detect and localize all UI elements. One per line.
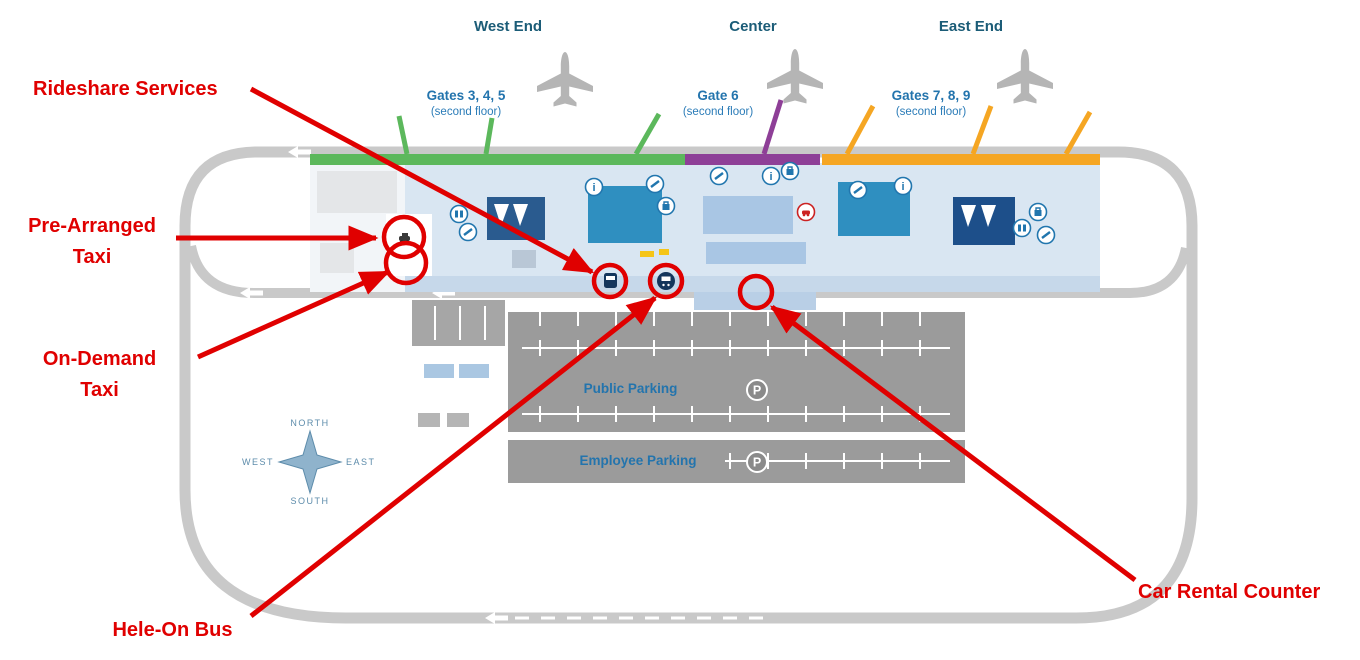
gate-label-center: Gate 6	[697, 88, 739, 103]
airplane-icon	[997, 49, 1053, 104]
parking-symbol: P	[746, 379, 768, 401]
annotation-on-demand-taxi-label: On-Demand Taxi	[22, 344, 177, 406]
gate-label-west: Gates 3, 4, 5	[426, 88, 506, 103]
annotation-overlay	[176, 86, 1137, 618]
compass-south-label: SOUTH	[290, 496, 330, 506]
small-blue-lot	[424, 364, 454, 378]
airplane-icon	[537, 52, 593, 107]
escalator-icon	[848, 180, 868, 200]
terminal-block-center-lower	[706, 242, 806, 264]
hele-on-bus-circle	[647, 262, 685, 300]
terminal-block-center-upper	[703, 196, 793, 234]
compass-west-label: WEST	[242, 457, 274, 467]
svg-text:P: P	[753, 384, 761, 398]
gate-label-east: Gates 7, 8, 9	[891, 88, 971, 103]
car-rental-arrow	[770, 305, 1137, 582]
compass-north-label: NORTH	[290, 418, 330, 428]
svg-text:i: i	[592, 182, 595, 194]
section-label-center: Center	[729, 18, 777, 35]
car-rental-circle	[737, 273, 775, 311]
terminal-block-east-navy	[953, 197, 1015, 245]
terminal-service-icons: i i	[449, 161, 1056, 245]
rideshare-circle	[591, 262, 629, 300]
on-demand-line1: On-Demand	[42, 348, 157, 370]
pre-arranged-line2: Taxi	[72, 246, 112, 268]
baggage-claim-icon	[656, 196, 676, 216]
escalator-icon	[709, 166, 729, 186]
pre-arranged-taxi-circle	[381, 214, 427, 260]
escalator-icon	[645, 174, 665, 194]
terminal-building	[310, 99, 1100, 310]
escalator-icon	[1036, 225, 1056, 245]
svg-text:i: i	[769, 171, 772, 183]
public-parking-label: Public Parking	[583, 381, 678, 396]
restroom-icon	[1012, 218, 1032, 238]
center-strip	[685, 154, 820, 165]
parking-symbol: P	[746, 451, 768, 473]
on-demand-taxi-arrow	[196, 269, 391, 360]
svg-text:P: P	[753, 456, 761, 470]
terminal-front-road	[186, 244, 1191, 298]
red-car-icon	[796, 202, 816, 222]
info-icon: i	[761, 166, 781, 186]
svg-text:i: i	[901, 181, 904, 193]
restroom-icon	[449, 204, 469, 224]
public-parking-lot	[508, 312, 965, 432]
annotation-hele-on-bus-label: Hele-On Bus	[112, 619, 233, 641]
rideshare-arrow	[249, 86, 595, 275]
terminal-block-west-blue	[588, 186, 662, 243]
east-end-strip	[822, 154, 1100, 165]
floor-label-east: (second floor)	[895, 106, 967, 118]
info-icon: i	[893, 176, 913, 196]
info-icon: i	[584, 177, 604, 197]
pre-arranged-line1: Pre-Arranged	[28, 215, 156, 237]
baggage-claim-icon	[780, 161, 800, 181]
compass-east-label: EAST	[346, 457, 376, 467]
annotation-rideshare-label: Rideshare Services	[33, 78, 218, 100]
annotation-pre-arranged-taxi-label: Pre-Arranged Taxi	[12, 211, 172, 273]
west-end-strip	[310, 154, 685, 165]
small-gray-lot	[447, 413, 469, 427]
staging-lot	[412, 300, 505, 346]
jet-bridges	[396, 99, 1093, 156]
escalator-icon	[458, 222, 478, 242]
floor-label-west: (second floor)	[430, 106, 502, 118]
section-label-east-end: East End	[938, 18, 1004, 35]
floor-label-center: (second floor)	[682, 106, 754, 118]
employee-parking-label: Employee Parking	[579, 453, 697, 468]
baggage-claim-icon	[1028, 202, 1048, 222]
compass-rose-icon	[277, 429, 343, 495]
section-label-west-end: West End	[473, 18, 543, 35]
small-gray-lot	[418, 413, 440, 427]
terminal-sidewalk	[405, 276, 1100, 292]
on-demand-line2: Taxi	[80, 379, 119, 401]
hele-on-bus-arrow	[249, 296, 657, 618]
roadway-loop	[179, 146, 1198, 624]
small-blue-lot	[459, 364, 489, 378]
shuttle-icon	[604, 273, 617, 288]
annotation-car-rental-label: Car Rental Counter	[1138, 581, 1321, 603]
on-demand-taxi-circle	[383, 240, 429, 286]
bus-icon	[657, 272, 675, 290]
parking-lots: P P	[412, 300, 965, 483]
